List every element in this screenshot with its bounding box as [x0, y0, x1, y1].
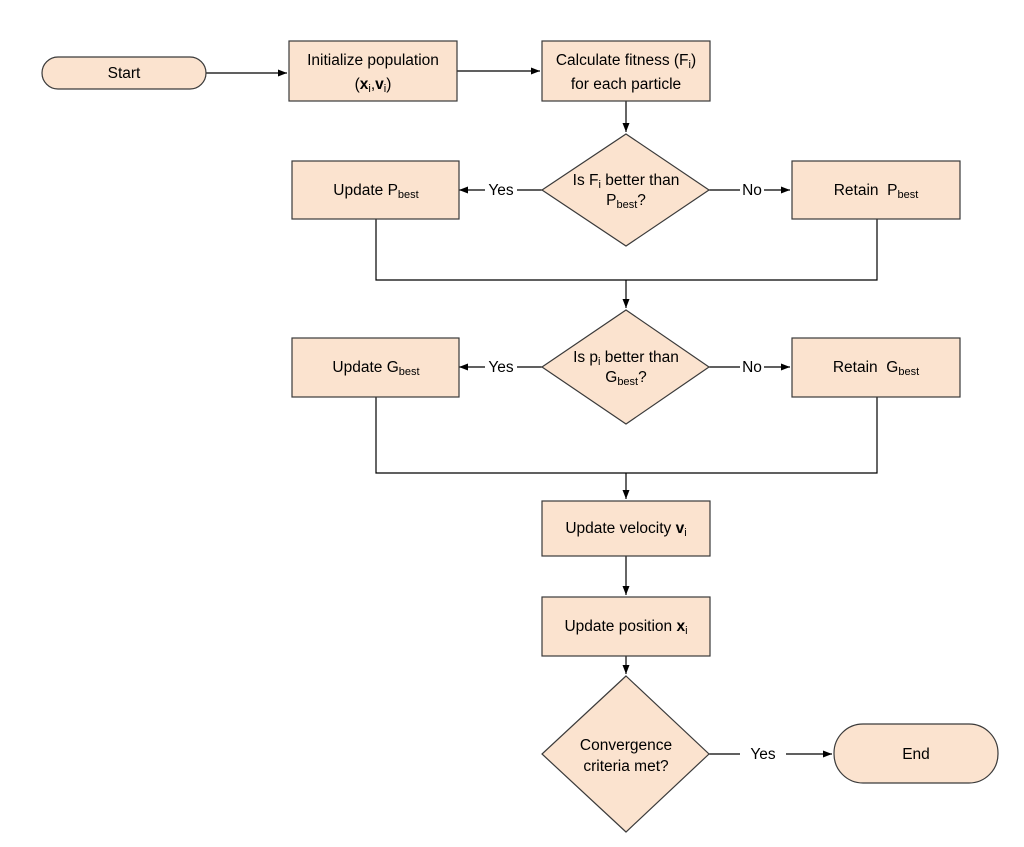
update-pbest-box: [291, 160, 460, 220]
decision2-line1: Is pi better than: [573, 349, 679, 368]
edge-label-d1-no: No: [742, 182, 762, 199]
edge-label-d2-no: No: [742, 359, 762, 376]
node-initialize: Initialize population (xi,vi): [288, 40, 458, 102]
position-box: [541, 596, 711, 657]
end-terminator: [833, 723, 999, 784]
edges: [206, 67, 878, 758]
start-terminator: [41, 56, 207, 90]
decision1-diamond: [540, 133, 711, 247]
retain-pbest-box: [791, 160, 961, 220]
velocity-box: [541, 500, 711, 557]
start-label: Start: [108, 65, 141, 82]
node-decision1: Is Fi better than Pbest?: [540, 133, 711, 247]
node-start: Start: [41, 56, 207, 90]
convergence-diamond: [541, 675, 710, 833]
node-velocity: Update velocity vi: [541, 500, 711, 557]
edge-label-d2-yes: Yes: [488, 359, 514, 376]
edge-label-d1-yes: Yes: [488, 182, 514, 199]
fitness-line1: Calculate fitness (Fi): [556, 52, 696, 71]
decision2-diamond: [540, 309, 711, 425]
retain-gbest-label: Retain Gbest: [833, 359, 919, 378]
retain-pbest-label: Retain Pbest: [834, 182, 919, 201]
node-update-gbest: Update Gbest: [291, 337, 460, 398]
fitness-box: [541, 40, 711, 102]
retain-gbest-box: [791, 337, 961, 398]
position-label: Update position xi: [564, 618, 687, 637]
decision2-line2: Gbest?: [605, 369, 647, 388]
edge-label-conv-yes: Yes: [750, 746, 776, 763]
initialize-line2: (xi,vi): [355, 76, 392, 95]
decision1-line1: Is Fi better than: [573, 172, 680, 191]
node-decision2: Is pi better than Gbest?: [540, 309, 711, 425]
convergence-line2: criteria met?: [583, 758, 669, 775]
update-gbest-box: [291, 337, 460, 398]
end-label: End: [902, 746, 930, 763]
convergence-line1: Convergence: [580, 737, 672, 754]
update-gbest-label: Update Gbest: [332, 359, 419, 378]
node-position: Update position xi: [541, 596, 711, 657]
node-convergence: Convergence criteria met?: [541, 675, 710, 833]
update-pbest-label: Update Pbest: [333, 182, 418, 201]
initialize-line1: Initialize population: [307, 52, 439, 69]
node-update-pbest: Update Pbest: [291, 160, 460, 220]
node-end: End: [833, 723, 999, 784]
node-fitness: Calculate fitness (Fi) for each particle: [541, 40, 711, 102]
node-retain-gbest: Retain Gbest: [791, 337, 961, 398]
velocity-label: Update velocity vi: [565, 520, 686, 539]
node-retain-pbest: Retain Pbest: [791, 160, 961, 220]
fitness-line2: for each particle: [571, 76, 681, 93]
initialize-box: [288, 40, 458, 102]
edge-labels: Yes No Yes No Yes: [488, 182, 776, 763]
decision1-line2: Pbest?: [606, 192, 646, 211]
